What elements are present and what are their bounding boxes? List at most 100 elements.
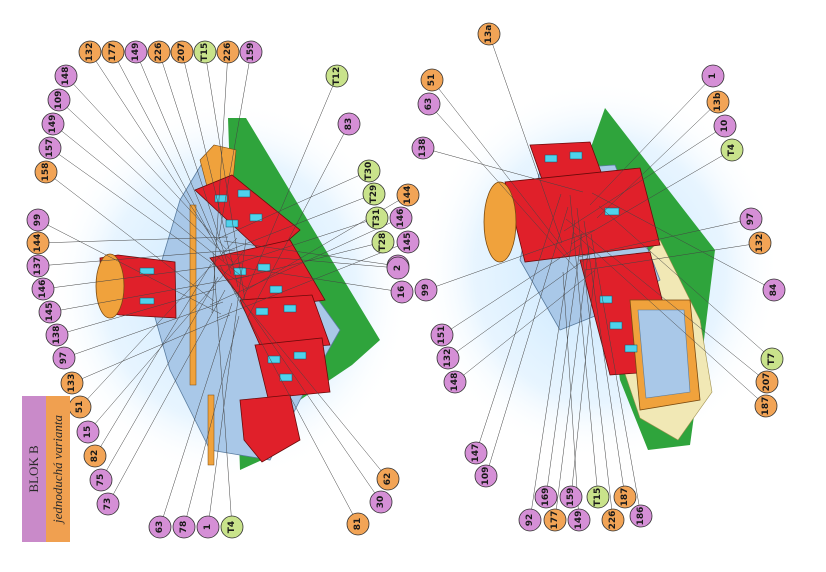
part-label-circle [346,512,370,536]
part-label-circle [420,68,444,92]
part-label-number: 51 [427,74,437,87]
leader-line [577,218,752,258]
leader-line [71,314,231,384]
part-label-number: 132 [443,349,453,368]
leader-line [214,170,370,241]
part-label-circle [371,230,395,254]
leader-line [135,51,225,262]
left-windows [214,189,307,382]
part-label-number: 84 [769,284,779,297]
leader-line [183,315,240,528]
part-label: 177 [101,40,125,64]
leader-line [590,233,642,517]
part-label-circle [76,420,100,444]
part-label: 148 [54,64,78,88]
part-label: 137 [26,254,50,278]
part-label-circle [220,515,244,539]
part-label: 83 [337,112,361,136]
part-label-circle [357,159,381,183]
part-label: T15 [193,40,217,64]
part-label: 13a [477,22,501,46]
part-label-number: 63 [155,521,165,534]
part-label-number: 82 [90,450,100,463]
part-label-circle [239,40,263,64]
part-label-circle [193,40,217,64]
leader-line [485,206,569,477]
part-label-number: 138 [52,326,62,345]
part-label: 92 [518,508,542,532]
leader-line [237,266,403,293]
part-label-circle [443,370,467,394]
leader-line [572,231,767,407]
part-label: 226 [216,40,240,64]
part-label-number: 149 [48,115,58,134]
part-label-circle [755,370,779,394]
part-label-circle [601,508,625,532]
leader-line [583,220,626,498]
leader-line [221,193,375,254]
part-label-circle [78,40,102,64]
part-label-number: 145 [403,233,413,252]
part-label-circle [430,323,454,347]
part-label: 226 [601,508,625,532]
part-label-number: 144 [403,186,413,205]
part-label-circle [47,88,71,112]
part-label-circle [567,508,591,532]
part-label-number: 1 [203,524,213,530]
part-label-circle [41,112,65,136]
part-label: 207 [170,40,194,64]
leader-line [562,271,580,521]
leader-line [158,51,232,275]
part-label-circle [196,515,220,539]
leader-line [100,276,219,481]
part-label-circle [337,112,361,136]
part-label-circle [396,230,420,254]
part-label-number: 177 [108,43,118,62]
part-label-number: 2 [393,265,403,271]
part-label-circle [748,231,772,255]
right-tower [483,181,517,263]
part-label-number: 75 [96,474,106,487]
leader-line [598,205,773,360]
part-label: 63 [148,515,172,539]
part-label-number: 132 [85,43,95,62]
leader-line [204,51,246,301]
leader-line [422,147,584,193]
part-label-circle [96,492,120,516]
part-label-circle [754,394,778,418]
part-label-circle [411,136,435,160]
part-label-number: 151 [437,326,447,345]
leader-line [49,275,250,313]
part-label-circle [436,346,460,370]
part-label-number: 138 [418,139,428,158]
part-label: 145 [396,230,420,254]
leader-line [240,75,338,305]
part-label-number: 133 [67,374,77,393]
part-label-number: 177 [550,511,560,530]
leader-line [563,125,726,232]
leader-line [589,75,714,206]
block-title: BLOK B [26,445,41,493]
leader-line [223,240,399,267]
part-label-number: 1 [708,73,718,79]
leader-line [226,277,382,503]
part-label: T12 [325,64,349,88]
part-label-number: 207 [762,373,772,392]
part-label-number: 147 [471,444,481,463]
part-label-number: 51 [75,401,85,414]
part-label: 82 [83,444,107,468]
part-label: 97 [739,207,763,231]
part-label: 138 [411,136,435,160]
part-label: 158 [34,160,58,184]
part-label: 145 [38,300,62,324]
part-label: 15 [76,420,100,444]
part-label-number: 159 [566,488,576,507]
part-label-number: 186 [636,507,646,526]
part-label: 109 [474,464,498,488]
leader-line [488,33,563,244]
part-label-circle [477,22,501,46]
part-label-circle [396,183,420,207]
part-label-circle [170,40,194,64]
right-main-block [504,167,661,263]
